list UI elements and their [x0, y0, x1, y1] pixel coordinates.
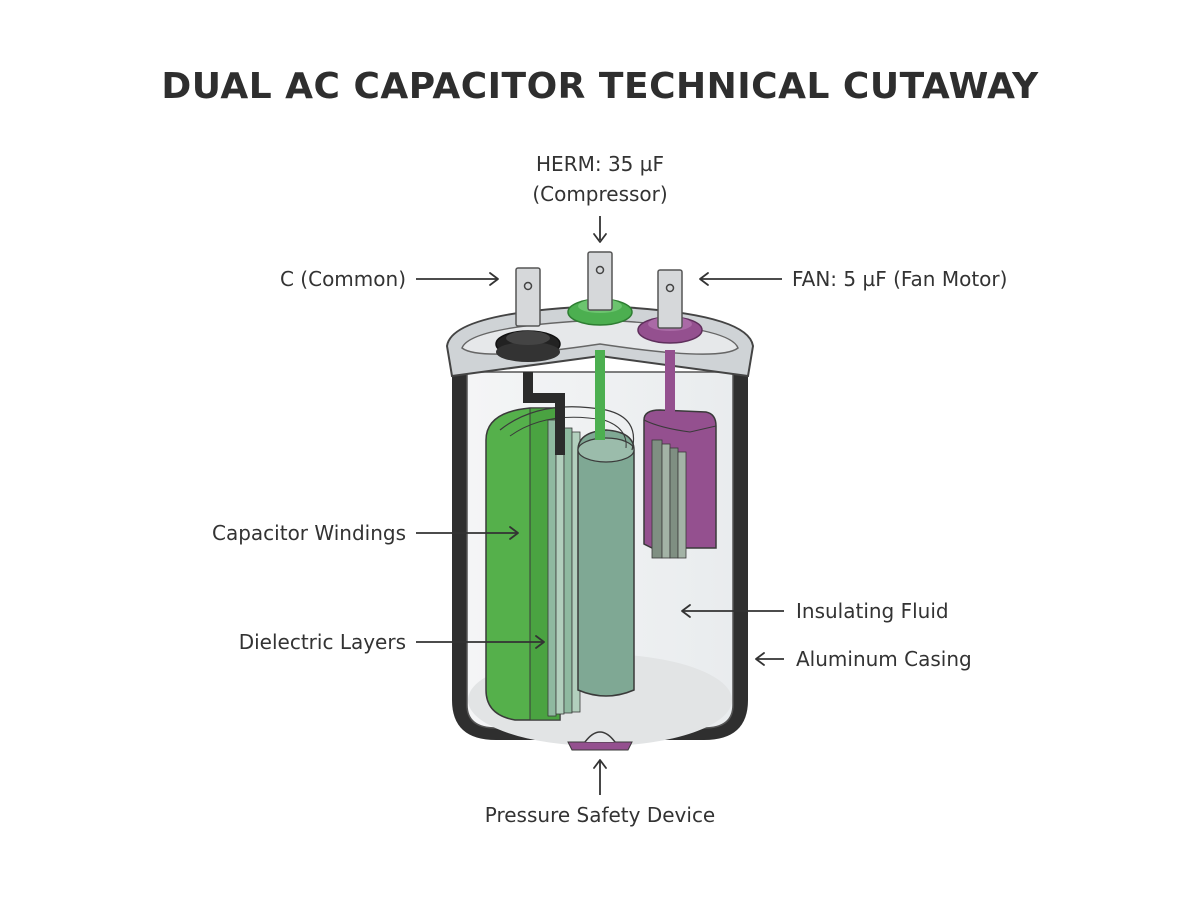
common-label: C (Common)	[280, 267, 406, 291]
fan-terminal	[637, 269, 703, 344]
diagram-title: DUAL AC CAPACITOR TECHNICAL CUTAWAY	[161, 66, 1039, 107]
common-lead	[523, 372, 565, 455]
herm-terminal	[567, 251, 633, 326]
casing-label: Aluminum Casing	[796, 647, 972, 671]
label-arrows	[416, 216, 784, 795]
windings-label: Capacitor Windings	[212, 521, 406, 545]
fan-label: FAN: 5 µF (Fan Motor)	[792, 267, 1007, 291]
pressure-label: Pressure Safety Device	[485, 803, 716, 827]
dielectric-layers	[547, 419, 581, 717]
herm-label-line2: (Compressor)	[532, 182, 667, 206]
fluid-label: Insulating Fluid	[796, 599, 949, 623]
dielectric-label: Dielectric Layers	[239, 630, 406, 654]
herm-label-line1: HERM: 35 µF	[536, 152, 664, 176]
pressure-safety-device	[567, 731, 633, 751]
common-terminal	[495, 267, 561, 362]
